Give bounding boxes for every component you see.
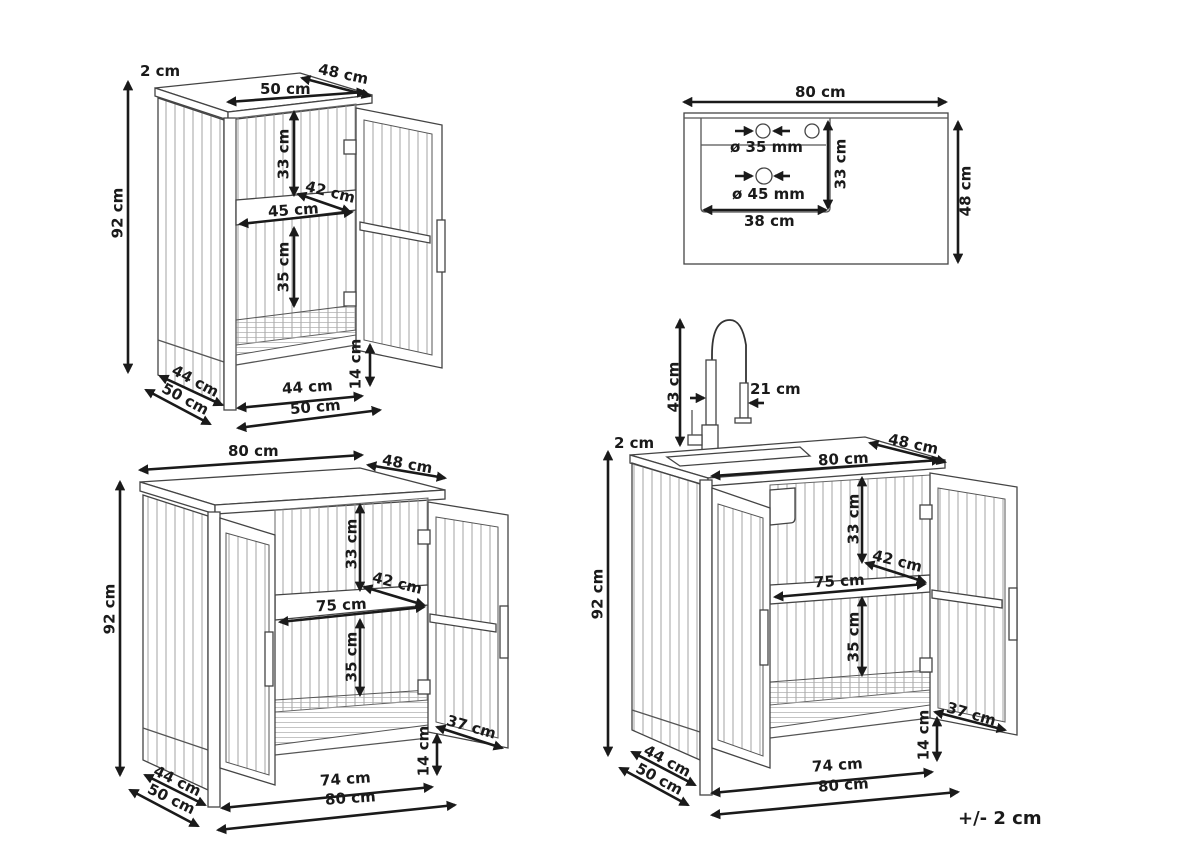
- sink-overhang-label: 2 cm: [614, 434, 655, 452]
- sink-inner-width-label: 74 cm: [811, 754, 864, 776]
- sink-upper-compartment-label: 33 cm: [844, 493, 863, 545]
- top-view-drain-hole-label: ø 45 mm: [732, 185, 805, 203]
- top-view-tap-hole-label: ø 35 mm: [730, 138, 803, 156]
- single-inner-width-label: 44 cm: [281, 376, 334, 398]
- double-width-top-label: 80 cm: [228, 442, 279, 460]
- single-height-label: 92 cm: [108, 187, 127, 239]
- single-cabinet-drawing: [154, 72, 446, 411]
- top-view-basin-depth-label: 33 cm: [831, 138, 850, 190]
- sink-lower-compartment-label: 35 cm: [844, 611, 863, 663]
- double-leg-height-label: 14 cm: [414, 725, 433, 777]
- double-lower-compartment-label: 35 cm: [342, 631, 361, 683]
- single-leg-height-label: 14 cm: [346, 338, 365, 390]
- top-view-width-label: 80 cm: [795, 83, 846, 101]
- sink-faucet-height-label: 43 cm: [664, 361, 683, 413]
- double-cabinet-drawing: [139, 467, 509, 808]
- single-lower-compartment-label: 35 cm: [274, 241, 293, 293]
- sink-leg-height-label: 14 cm: [914, 709, 933, 761]
- tolerance-note: +/- 2 cm: [958, 808, 1042, 829]
- top-view-depth-label: 48 cm: [956, 165, 975, 217]
- sink-width-top-label: 80 cm: [817, 448, 870, 470]
- single-overhang-label: 2 cm: [140, 62, 181, 80]
- single-width-top-label: 50 cm: [260, 80, 311, 98]
- top-view-basin-width-label: 38 cm: [744, 212, 795, 230]
- double-upper-compartment-label: 33 cm: [342, 518, 361, 570]
- sink-faucet-reach-label: 21 cm: [750, 380, 801, 398]
- sink-cabinet-drawing: [629, 319, 1018, 796]
- sink-outer-width-label: 80 cm: [817, 774, 870, 796]
- sink-top-view-drawing: [683, 112, 949, 265]
- double-height-label: 92 cm: [100, 583, 119, 635]
- double-inner-width-label: 74 cm: [319, 768, 372, 790]
- single-upper-compartment-label: 33 cm: [274, 128, 293, 180]
- sink-height-label: 92 cm: [588, 568, 607, 620]
- double-shelf-width-label: 75 cm: [315, 594, 368, 616]
- sink-shelf-width-label: 75 cm: [813, 570, 866, 592]
- single-shelf-width-label: 45 cm: [267, 199, 320, 221]
- double-outer-width-label: 80 cm: [324, 787, 377, 809]
- dimension-arrows: [114, 75, 1008, 835]
